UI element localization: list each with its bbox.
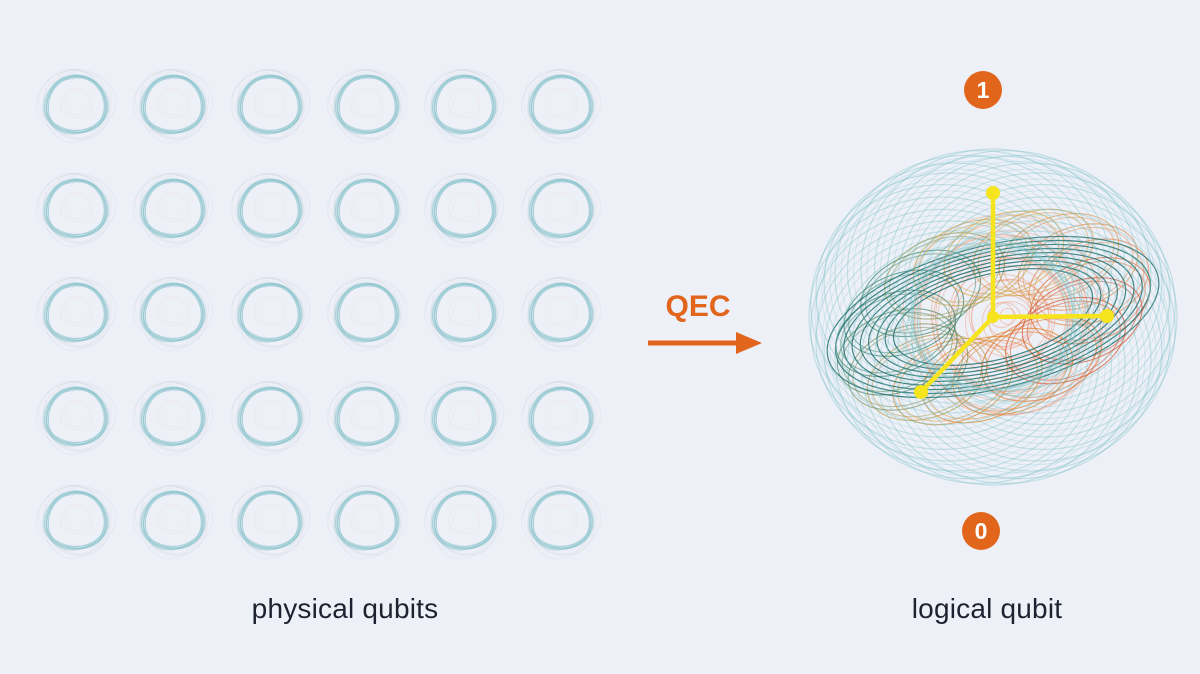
physical-qubit: [319, 157, 416, 255]
physical-qubit: [28, 157, 125, 255]
physical-qubit: [222, 157, 319, 255]
physical-qubit: [513, 365, 610, 463]
physical-qubit: [125, 261, 222, 359]
physical-qubit: [28, 365, 125, 463]
physical-qubit: [319, 261, 416, 359]
physical-qubit: [319, 53, 416, 151]
logical-qubit-label: logical qubit: [911, 593, 1063, 624]
physical-qubit: [222, 365, 319, 463]
physical-qubit: [513, 261, 610, 359]
physical-qubit: [125, 157, 222, 255]
physical-qubit: [416, 157, 513, 255]
state-1-badge: 1: [964, 71, 1002, 109]
physical-qubit: [513, 53, 610, 151]
physical-qubit: [222, 261, 319, 359]
physical-qubit: [28, 469, 125, 567]
logical-qubit-sphere: [808, 148, 1178, 486]
physical-qubit: [28, 53, 125, 151]
physical-qubit: [28, 261, 125, 359]
physical-qubit: [416, 469, 513, 567]
physical-qubit: [416, 53, 513, 151]
physical-qubit: [319, 365, 416, 463]
physical-qubit: [416, 365, 513, 463]
physical-qubit: [125, 53, 222, 151]
physical-qubit: [513, 157, 610, 255]
physical-qubit: [125, 365, 222, 463]
qec-right-arrow-icon: [648, 332, 762, 354]
physical-qubit: [319, 469, 416, 567]
physical-qubit: [416, 261, 513, 359]
physical-qubit: [513, 469, 610, 567]
physical-qubit: [222, 53, 319, 151]
qec-label: QEC: [665, 290, 731, 323]
physical-qubit-grid: [28, 50, 610, 570]
physical-qubit: [222, 469, 319, 567]
physical-qubits-label: physical qubits: [251, 593, 439, 624]
state-0-badge: 0: [962, 512, 1000, 550]
physical-qubit: [125, 469, 222, 567]
